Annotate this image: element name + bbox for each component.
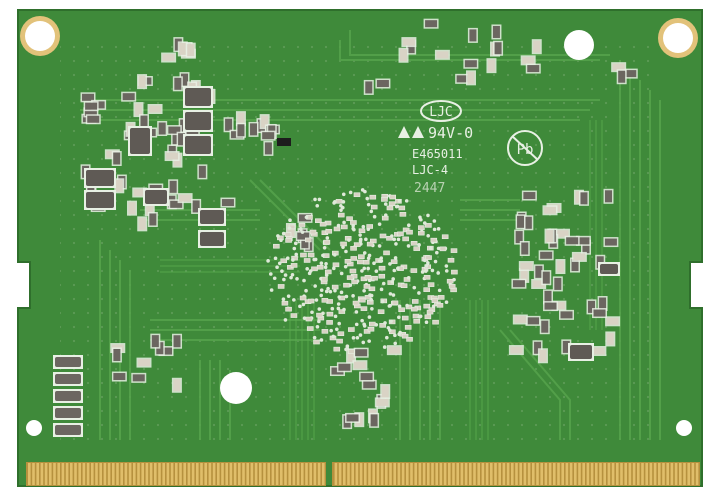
silkscreen-markings: LJC 94V-0 E465011 LJC-4 2447 Pb	[398, 100, 543, 196]
flammability-rating: 94V-0	[428, 124, 473, 142]
bga-via-field	[266, 188, 458, 354]
lead-free-symbol-text: Pb	[517, 142, 534, 158]
gold-edge-connector	[26, 462, 700, 486]
ul-recognized-icon	[398, 126, 424, 138]
hole-bottom-right	[676, 420, 692, 436]
model-code: LJC-4	[412, 163, 448, 177]
component-layer	[53, 18, 638, 437]
ljc-logo-text: LJC	[429, 105, 452, 120]
date-code: 2447	[414, 181, 445, 196]
hole-bottom-left	[26, 420, 42, 436]
mounting-hole-bottom-center	[220, 372, 252, 404]
sot-transistor	[277, 138, 291, 146]
ul-file-code: E465011	[412, 147, 463, 161]
lead-free-icon	[507, 130, 543, 166]
ljc-logo-oval	[420, 100, 462, 122]
trace-layer	[80, 30, 661, 440]
mounting-hole-top-center	[564, 30, 594, 60]
